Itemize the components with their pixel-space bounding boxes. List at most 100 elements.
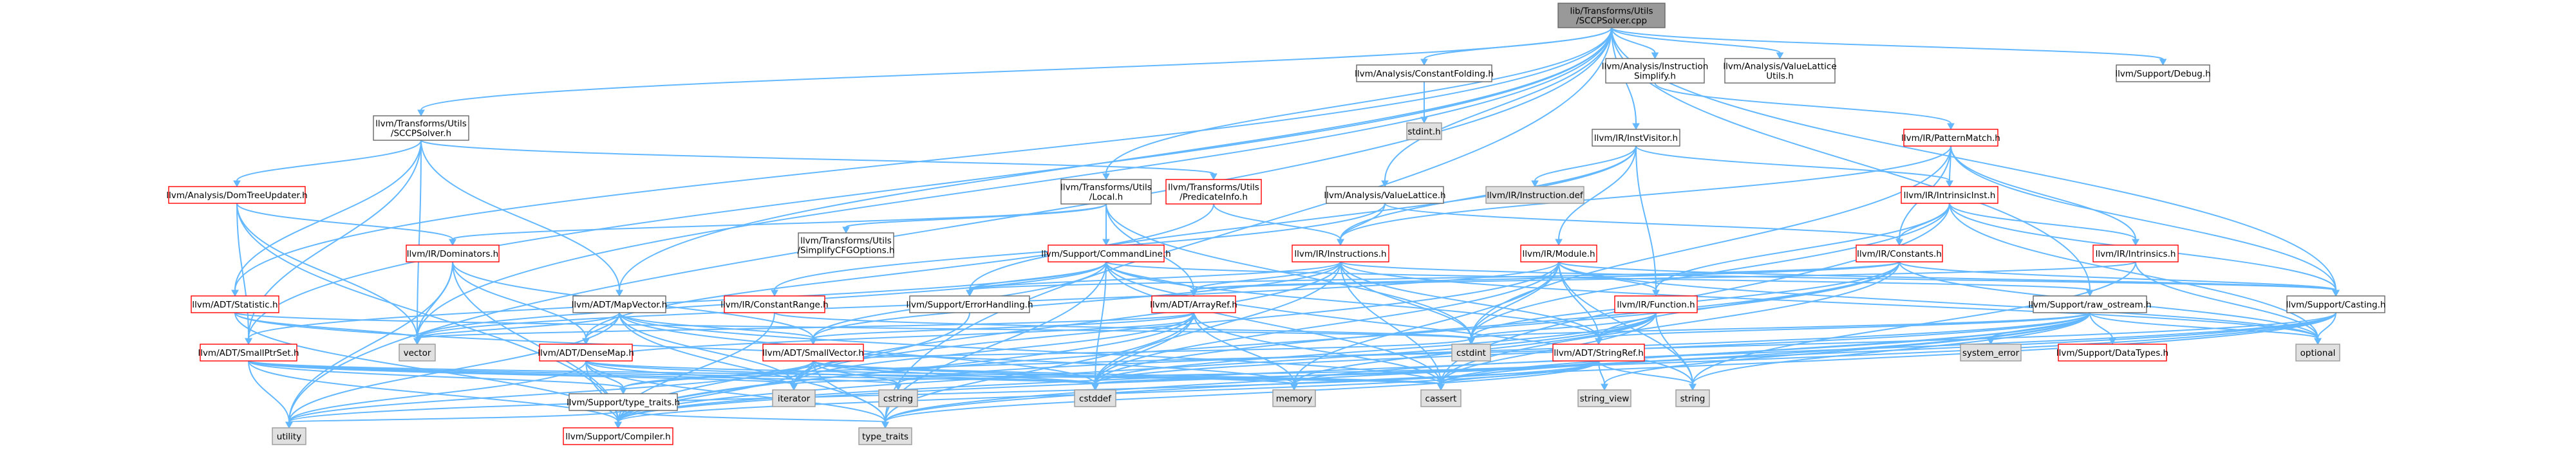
edge-llvm-adt-densemap-h-to-iterator xyxy=(585,360,794,385)
arrowhead-llvm-adt-stringref-h-to-cassert xyxy=(1437,383,1445,391)
node-system-error: system_error xyxy=(1960,344,2022,362)
node-llvm-support-type-traits-h[interactable]: llvm/Support/type_traits.h xyxy=(567,393,680,411)
node-box xyxy=(406,244,500,262)
node-label: cassert xyxy=(1425,394,1457,404)
node-label: iterator xyxy=(778,394,811,404)
edge-llvm-support-raw-ostream-h-to-llvm-adt-stringref-h xyxy=(1598,312,2091,339)
edge-llvm-adt-statistic-h-to-cstdint xyxy=(234,312,1472,339)
arrowhead-llvm-support-type-traits-h-to-type-traits xyxy=(881,421,889,429)
edge-llvm-analysis-domtreeupdater-h-to-llvm-ir-dominators-h xyxy=(236,203,453,240)
edge-llvm-ir-dominators-h-to-utility xyxy=(288,261,453,423)
node-llvm-adt-arrayref-h[interactable]: llvm/ADT/ArrayRef.h xyxy=(1150,295,1237,313)
node-llvm-adt-statistic-h[interactable]: llvm/ADT/Statistic.h xyxy=(191,295,279,313)
node-llvm-adt-smallvector-h[interactable]: llvm/ADT/SmallVector.h xyxy=(762,344,864,362)
node-llvm-transforms-utils-local-h[interactable]: llvm/Transforms/Utils/Local.h xyxy=(1060,179,1152,205)
node-llvm-support-datatypes-h[interactable]: llvm/Support/DataTypes.h xyxy=(2056,344,2168,362)
node-llvm-ir-instvisitor-h[interactable]: llvm/IR/InstVisitor.h xyxy=(1592,129,1680,147)
node-box xyxy=(1406,122,1442,140)
arrowhead-root-to-llvm-analysis-instructionsimplify-h xyxy=(1651,52,1659,60)
arrowhead-llvm-support-casting-h-to-optional xyxy=(2314,338,2322,345)
arrowhead-llvm-transforms-utils-sccpsolver-h-to-llvm-transforms-utils-predicateinfo-h xyxy=(1210,173,1217,181)
node-box xyxy=(399,344,436,362)
node-box xyxy=(191,295,279,313)
node-string: string xyxy=(1675,389,1710,407)
node-llvm-adt-mapvector-h[interactable]: llvm/ADT/MapVector.h xyxy=(572,295,668,313)
node-label: llvm/IR/PatternMatch.h xyxy=(1901,133,2000,143)
node-label: type_traits xyxy=(862,432,908,442)
node-llvm-ir-patternmatch-h[interactable]: llvm/IR/PatternMatch.h xyxy=(1901,129,2000,147)
edge-llvm-ir-patternmatch-h-to-llvm-ir-instructions-h xyxy=(1340,145,1951,240)
node-box xyxy=(1557,3,1666,28)
edge-llvm-ir-constants-h-to-cassert xyxy=(1440,261,1900,385)
edge-llvm-analysis-domtreeupdater-h-to-llvm-support-compiler-h xyxy=(236,203,619,423)
edge-llvm-analysis-instructionsimplify-h-to-llvm-ir-patternmatch-h xyxy=(1654,82,1951,124)
node-box xyxy=(539,344,633,362)
node-box xyxy=(1420,389,1462,407)
node-llvm-ir-intrinsics-h[interactable]: llvm/IR/Intrinsics.h xyxy=(2092,244,2179,262)
arrowhead-llvm-adt-densemap-h-to-llvm-adt-arrayref-h xyxy=(1190,311,1198,319)
edge-root-to-llvm-analysis-valuelattice-h xyxy=(1384,27,1612,181)
node-llvm-ir-constantrange-h[interactable]: llvm/IR/ConstantRange.h xyxy=(720,295,829,313)
node-box xyxy=(772,389,816,407)
edge-llvm-adt-smallptrset-h-to-iterator xyxy=(248,360,794,385)
node-llvm-adt-stringref-h[interactable]: llvm/ADT/StringRef.h xyxy=(1552,344,1645,362)
node-llvm-support-raw-ostream-h[interactable]: llvm/Support/raw_ostream.h xyxy=(2028,295,2152,313)
node-llvm-analysis-domtreeupdater-h[interactable]: llvm/Analysis/DomTreeUpdater.h xyxy=(166,186,308,204)
edge-llvm-ir-intrinsicinst-h-to-llvm-ir-intrinsics-h xyxy=(1949,203,2136,240)
node-llvm-analysis-valuelattice-h[interactable]: llvm/Analysis/ValueLattice.h xyxy=(1324,186,1446,204)
node-llvm-support-compiler-h[interactable]: llvm/Support/Compiler.h xyxy=(563,427,673,445)
arrowhead-llvm-adt-stringref-h-to-cstddef xyxy=(1091,383,1099,391)
node-label: llvm/ADT/ArrayRef.h xyxy=(1150,300,1237,310)
node-label: llvm/IR/Instruction.def xyxy=(1487,190,1584,201)
node-root[interactable]: lib/Transforms/Utils/SCCPSolver.cpp xyxy=(1557,3,1666,28)
edge-llvm-adt-smallvector-h-to-cassert xyxy=(813,360,1442,385)
node-llvm-support-errorhandling-h[interactable]: llvm/Support/ErrorHandling.h xyxy=(906,295,1033,313)
node-label: llvm/Analysis/Instruction xyxy=(1602,62,1709,72)
node-llvm-ir-instructions-h[interactable]: llvm/IR/Instructions.h xyxy=(1292,244,1389,262)
edge-llvm-adt-mapvector-h-to-llvm-adt-smallvector-h xyxy=(619,312,814,339)
node-box xyxy=(168,186,306,204)
edge-llvm-adt-smallvector-h-to-llvm-support-type-traits-h xyxy=(623,360,814,389)
edge-llvm-support-type-traits-h-to-utility xyxy=(288,410,624,423)
edge-llvm-ir-patternmatch-h-to-llvm-ir-intrinsics-h xyxy=(1950,145,2136,240)
arrowhead-llvm-transforms-utils-local-h-to-llvm-support-commandline-h xyxy=(1102,239,1110,246)
node-llvm-ir-function-h[interactable]: llvm/IR/Function.h xyxy=(1614,295,1698,313)
node-llvm-support-debug-h[interactable]: llvm/Support/Debug.h xyxy=(2115,64,2211,82)
node-label: llvm/Support/ErrorHandling.h xyxy=(906,300,1033,310)
edge-llvm-adt-stringref-h-to-string xyxy=(1598,360,1693,385)
edge-root-to-llvm-adt-smallptrset-h xyxy=(248,27,1612,339)
edge-llvm-adt-arrayref-h-to-memory xyxy=(1193,312,1295,385)
node-box xyxy=(272,427,306,445)
node-box xyxy=(1614,295,1698,313)
node-llvm-adt-smallptrset-h[interactable]: llvm/ADT/SmallPtrSet.h xyxy=(198,344,299,362)
node-llvm-transforms-utils-predicateinfo-h[interactable]: llvm/Transforms/Utils/PredicateInfo.h xyxy=(1165,179,1262,205)
arrowhead-llvm-ir-instvisitor-h-to-llvm-ir-module-h xyxy=(1555,239,1563,246)
node-label: llvm/IR/Instructions.h xyxy=(1294,249,1386,259)
edge-llvm-support-raw-ostream-h-to-llvm-support-compiler-h xyxy=(617,312,2091,423)
node-llvm-ir-intrinsicinst-h[interactable]: llvm/IR/IntrinsicInst.h xyxy=(1901,186,1998,204)
node-llvm-adt-densemap-h[interactable]: llvm/ADT/DenseMap.h xyxy=(538,344,634,362)
node-label: string xyxy=(1680,394,1706,404)
arrowhead-llvm-analysis-valuelattice-h-to-llvm-ir-constantrange-h xyxy=(771,290,778,297)
node-llvm-transforms-utils-simplifycfgoptions-h[interactable]: llvm/Transforms/Utils/SimplifyCFGOptions… xyxy=(797,232,895,258)
node-llvm-analysis-constantfolding-h[interactable]: llvm/Analysis/ConstantFolding.h xyxy=(1355,64,1494,82)
edge-llvm-transforms-utils-sccpsolver-h-to-vector xyxy=(417,140,422,339)
node-llvm-ir-constants-h[interactable]: llvm/IR/Constants.h xyxy=(1856,244,1943,262)
node-llvm-ir-dominators-h[interactable]: llvm/IR/Dominators.h xyxy=(406,244,500,262)
arrowhead-llvm-ir-patternmatch-h-to-llvm-ir-intrinsicinst-h xyxy=(1946,180,1953,188)
node-llvm-support-casting-h[interactable]: llvm/Support/Casting.h xyxy=(2286,295,2386,313)
node-label: utility xyxy=(277,432,301,442)
edge-llvm-ir-instvisitor-h-to-llvm-support-errorhandling-h xyxy=(969,145,1637,291)
node-box xyxy=(2286,295,2385,313)
node-llvm-ir-module-h[interactable]: llvm/IR/Module.h xyxy=(1520,244,1597,262)
node-llvm-transforms-utils-sccpsolver-h[interactable]: llvm/Transforms/Utils/SCCPSolver.h xyxy=(373,115,469,141)
node-box xyxy=(798,232,894,258)
edge-llvm-transforms-utils-sccpsolver-h-to-llvm-adt-mapvector-h xyxy=(420,140,620,291)
arrowhead-llvm-adt-stringref-h-to-string-view xyxy=(1601,383,1608,391)
node-llvm-support-commandline-h[interactable]: llvm/Support/CommandLine.h xyxy=(1041,244,1171,262)
arrowhead-llvm-analysis-valuelattice-h-to-llvm-ir-constants-h xyxy=(1895,239,1903,246)
node-box xyxy=(569,393,678,411)
edge-llvm-adt-stringref-h-to-string-view xyxy=(1598,360,1605,385)
